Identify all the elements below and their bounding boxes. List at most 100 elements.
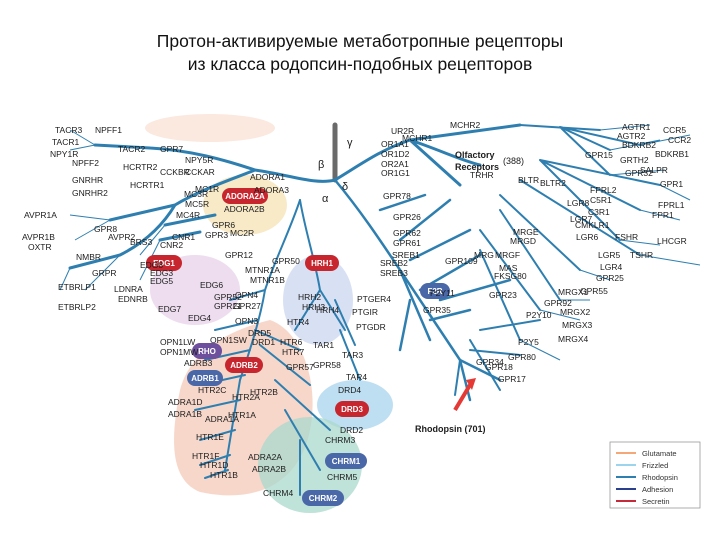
receptor-label: DRD1 bbox=[252, 337, 275, 347]
receptor-label: FPRL2 bbox=[590, 185, 617, 195]
branch-right-cluster bbox=[479, 124, 661, 341]
receptor-label: OR1A1 bbox=[381, 139, 409, 149]
receptor-label: ADORA1 bbox=[250, 172, 285, 182]
node-hrh1[interactable]: HRH1 bbox=[305, 255, 339, 271]
receptor-label: HRH4 bbox=[316, 305, 339, 315]
label-beta: β bbox=[318, 159, 324, 171]
receptor-label: AVPR1A bbox=[24, 210, 57, 220]
receptor-label: BDKRB1 bbox=[655, 149, 689, 159]
receptor-label: GPR62 bbox=[393, 228, 421, 238]
title-line-2: из класса родопсин-подобных рецепторов bbox=[187, 54, 533, 74]
cluster-peach-top bbox=[145, 114, 275, 142]
receptor-label: GPR80 bbox=[508, 352, 536, 362]
receptor-label: LGR5 bbox=[598, 250, 620, 260]
receptor-label: MRGX3 bbox=[562, 320, 593, 330]
receptor-label: HRH2 bbox=[298, 292, 321, 302]
receptor-label: AGTR2 bbox=[617, 131, 646, 141]
node-adora2a[interactable]: ADORA2A bbox=[222, 188, 268, 204]
svg-text:EDG1: EDG1 bbox=[153, 259, 175, 268]
receptor-label: HTR1B bbox=[210, 470, 238, 480]
receptor-label: ADRA2A bbox=[248, 452, 282, 462]
branch-letters: β γ δ α bbox=[318, 137, 353, 205]
receptor-label: TAR3 bbox=[342, 350, 363, 360]
receptor-label: PTGER4 bbox=[357, 294, 391, 304]
receptor-label: ETBRLP2 bbox=[58, 302, 96, 312]
svg-text:ADRB1: ADRB1 bbox=[191, 374, 219, 383]
label-gamma: γ bbox=[347, 137, 353, 149]
node-f2r[interactable]: F2R bbox=[420, 283, 450, 299]
node-edg1[interactable]: EDG1 bbox=[146, 255, 182, 271]
receptor-label: NPFF1 bbox=[95, 125, 122, 135]
receptor-label: MRGF bbox=[495, 250, 520, 260]
receptor-label: BRS3 bbox=[130, 237, 152, 247]
svg-text:F2R: F2R bbox=[427, 287, 442, 296]
receptor-label: HCRTR2 bbox=[123, 162, 158, 172]
receptor-label: GPR26 bbox=[393, 212, 421, 222]
receptor-label: ADRA1A bbox=[205, 414, 239, 424]
receptor-label: MC4R bbox=[176, 210, 200, 220]
node-rho[interactable]: RHO bbox=[192, 343, 222, 359]
svg-text:Receptors: Receptors bbox=[455, 162, 499, 172]
receptor-label: MCHR2 bbox=[450, 120, 480, 130]
legend: GlutamateFrizzledRhodopsinAdhesionSecret… bbox=[609, 441, 701, 509]
receptor-label: GPR50 bbox=[272, 256, 300, 266]
receptor-label: GPR8 bbox=[94, 224, 117, 234]
receptor-label: HTR2A bbox=[232, 392, 260, 402]
receptor-label: NMBR bbox=[76, 252, 101, 262]
receptor-label: GPR21 bbox=[214, 301, 242, 311]
receptor-label: CCKBR bbox=[160, 167, 190, 177]
olfactory-group: Olfactory Receptors (388) bbox=[455, 150, 524, 172]
receptor-label: GPR6 bbox=[212, 220, 235, 230]
receptor-label: DRD4 bbox=[338, 385, 361, 395]
receptor-label: P2Y11 bbox=[430, 288, 455, 298]
receptor-label: OPN1MW bbox=[160, 347, 198, 357]
receptor-label: MC2R bbox=[230, 228, 254, 238]
receptor-label: SALPR bbox=[640, 165, 668, 175]
receptor-label: TAR4 bbox=[346, 372, 367, 382]
receptor-label: HRH3 bbox=[302, 302, 325, 312]
receptor-label: TACR3 bbox=[55, 125, 83, 135]
rhodopsin-count-label: Rhodopsin (701) bbox=[415, 424, 486, 434]
receptor-label: C5R1 bbox=[590, 195, 612, 205]
receptor-label: EDG3 bbox=[150, 268, 173, 278]
receptor-label: MRGX1 bbox=[558, 287, 589, 297]
receptor-label: TACR2 bbox=[118, 144, 146, 154]
receptor-label: TAR1 bbox=[313, 340, 334, 350]
receptor-label: GPR57 bbox=[286, 362, 314, 372]
receptor-label: EDG8 bbox=[140, 260, 163, 270]
receptor-label: MRGE bbox=[513, 227, 539, 237]
leaf-labels: TACR3TACR1NPY1RNPFF1NPFF2GNRHRGNRHR2TACR… bbox=[22, 120, 691, 498]
receptor-label: HTR1F bbox=[192, 451, 219, 461]
receptor-label: HTR2B bbox=[250, 387, 278, 397]
receptor-label: AVPR2 bbox=[108, 232, 136, 242]
svg-text:CHRM2: CHRM2 bbox=[309, 494, 338, 503]
receptor-label: GPR35 bbox=[423, 305, 451, 315]
receptor-label: GPR15 bbox=[585, 150, 613, 160]
receptor-label: CMKLR1 bbox=[575, 220, 610, 230]
tree-branches bbox=[68, 122, 661, 496]
receptor-label: FSHR bbox=[615, 232, 638, 242]
receptor-label: CCR2 bbox=[668, 135, 691, 145]
receptor-label: ADRA1B bbox=[168, 409, 202, 419]
receptor-label: DRD2 bbox=[340, 425, 363, 435]
node-adrb1[interactable]: ADRB1 bbox=[187, 370, 223, 386]
receptor-label: OR1G1 bbox=[381, 168, 410, 178]
receptor-label: GPR109 bbox=[445, 256, 478, 266]
node-chrm1[interactable]: CHRM1 bbox=[325, 453, 367, 469]
receptor-label: FPR1 bbox=[652, 210, 674, 220]
receptor-label: LDNRA bbox=[114, 284, 143, 294]
node-drd3[interactable]: DRD3 bbox=[335, 401, 369, 417]
receptor-label: GPR1 bbox=[660, 179, 683, 189]
receptor-label: TSHR bbox=[630, 250, 653, 260]
receptor-label: DRD5 bbox=[248, 328, 271, 338]
receptor-label: LHCGR bbox=[657, 236, 687, 246]
node-chrm2[interactable]: CHRM2 bbox=[302, 490, 344, 506]
label-alpha: α bbox=[322, 193, 329, 205]
receptor-label: LGR4 bbox=[600, 262, 622, 272]
receptor-label: CCKAR bbox=[185, 167, 215, 177]
receptor-label: HTR6 bbox=[280, 337, 302, 347]
node-adrb2[interactable]: ADRB2 bbox=[225, 357, 263, 373]
svg-text:ADORA2A: ADORA2A bbox=[225, 192, 265, 201]
receptor-label: ADRB3 bbox=[184, 358, 213, 368]
receptor-label: BLTR2 bbox=[540, 178, 566, 188]
